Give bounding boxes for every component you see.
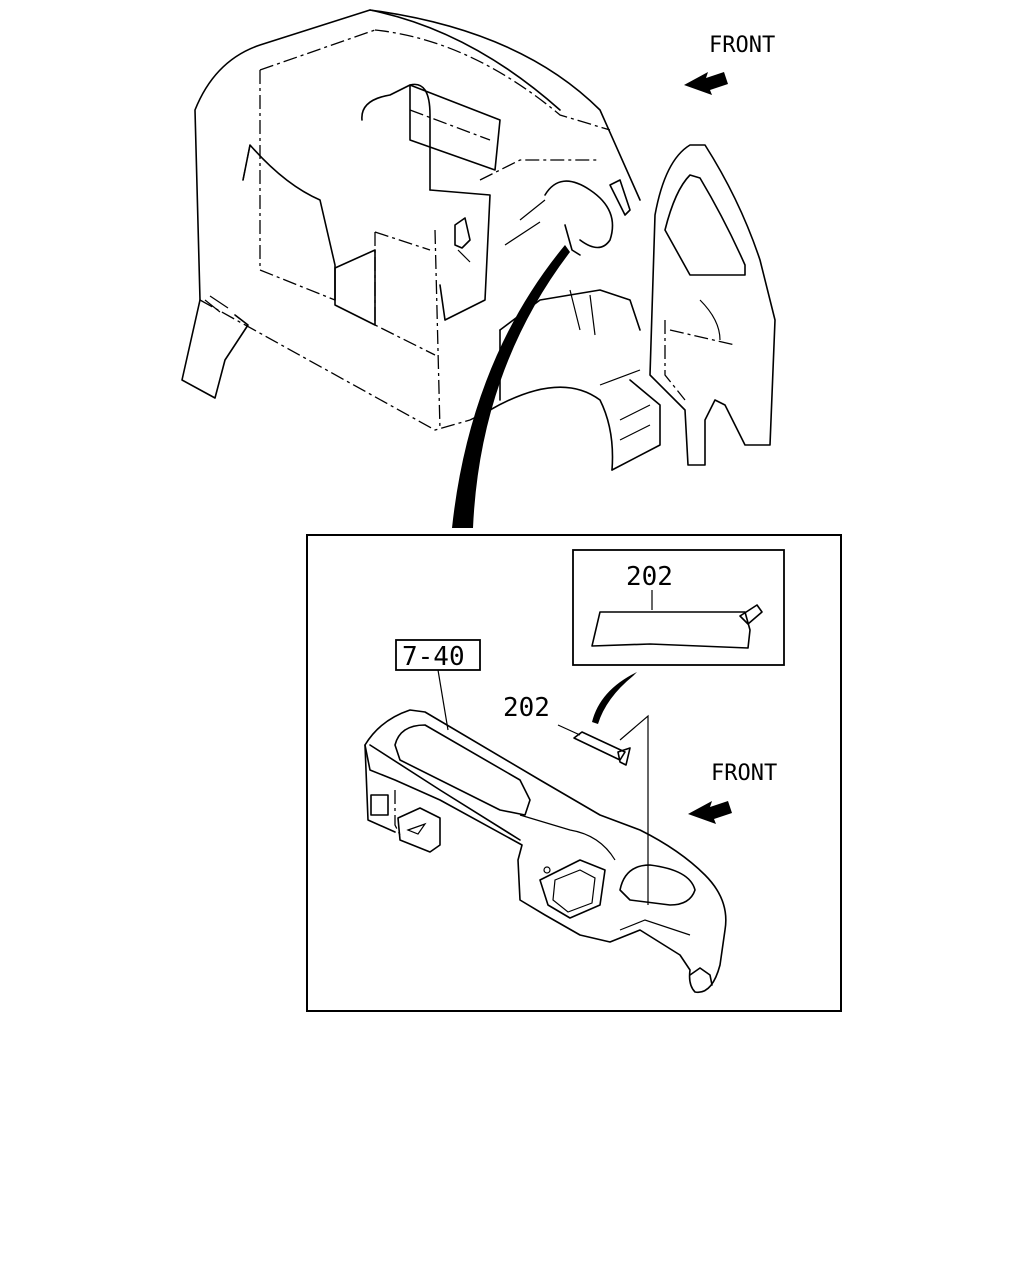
position-leader-line	[619, 714, 649, 905]
front-arrow-icon	[684, 72, 728, 95]
inset-frame	[572, 549, 785, 666]
front-arrow-icon	[688, 801, 732, 824]
front-label-top: FRONT	[709, 33, 775, 58]
part-202	[573, 731, 631, 766]
detail-frame	[306, 534, 842, 1012]
reference-leader-line	[437, 669, 449, 731]
reference-label: 7-40	[402, 642, 465, 672]
part-leader-line	[557, 724, 581, 736]
leader-callout	[452, 245, 570, 528]
part-number-inset: 202	[626, 562, 673, 592]
vehicle-cab-overview	[181, 9, 776, 471]
instrument-panel	[364, 709, 727, 994]
front-label-bottom: FRONT	[711, 761, 777, 786]
inset-connector	[592, 672, 637, 724]
part-202-enlarged	[591, 604, 763, 649]
part-number-main: 202	[503, 693, 550, 723]
